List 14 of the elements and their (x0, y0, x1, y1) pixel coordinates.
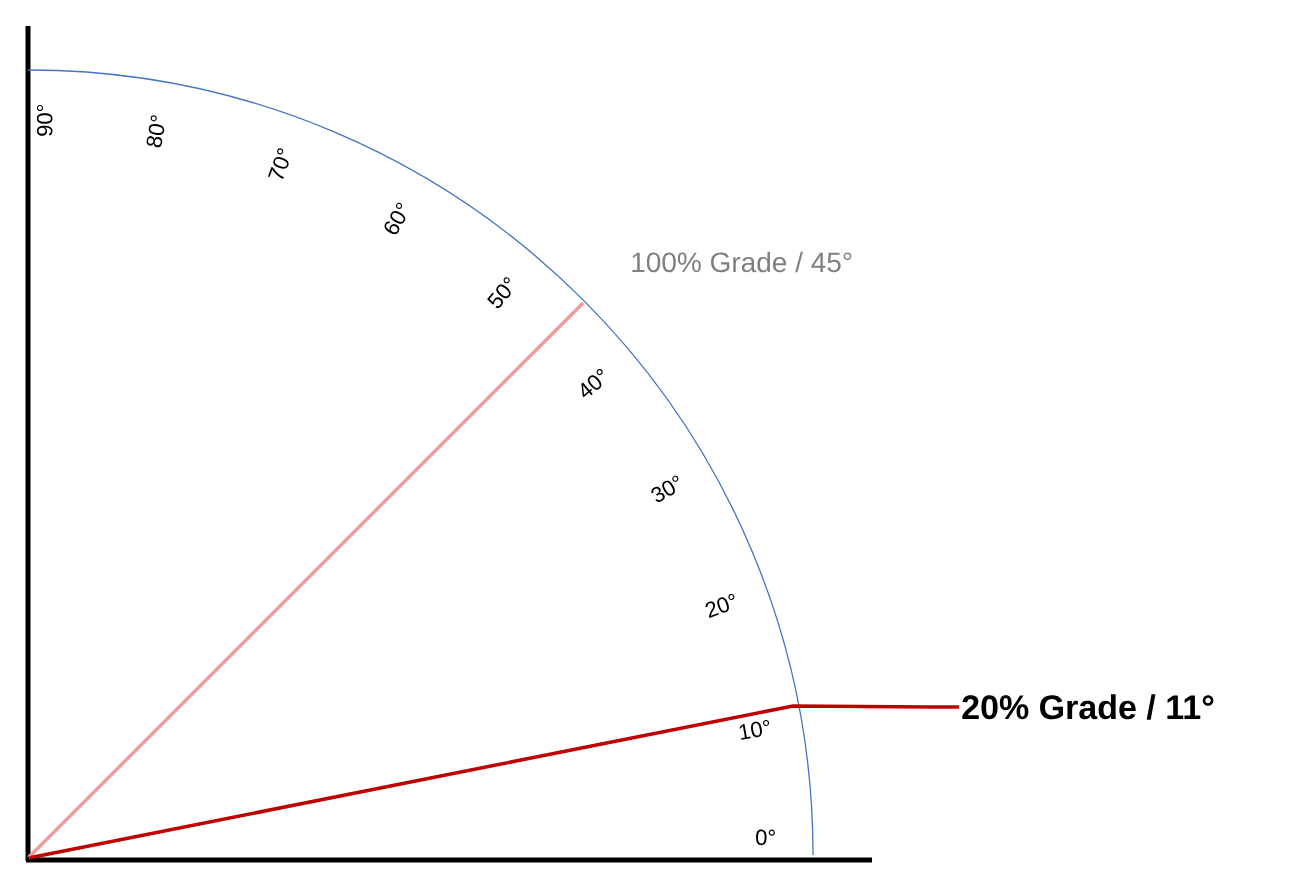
degree-label: 50° (487, 277, 511, 309)
degree-label: 80° (146, 115, 165, 148)
grade-label: 100% Grade / 45° (632, 251, 852, 273)
degree-label: 20° (705, 593, 735, 619)
grade-label: 20% Grade / 11° (962, 694, 1214, 720)
degree-label: 70° (268, 148, 289, 180)
degree-label: 0° (756, 829, 775, 846)
degree-label: 90° (36, 104, 53, 136)
degree-label: 10° (739, 719, 770, 740)
origin-point (26, 856, 30, 860)
leader-line (29, 704, 959, 860)
degree-label: 30° (651, 475, 679, 502)
degree-label: 40° (581, 369, 603, 398)
degree-label: 60° (384, 202, 406, 235)
